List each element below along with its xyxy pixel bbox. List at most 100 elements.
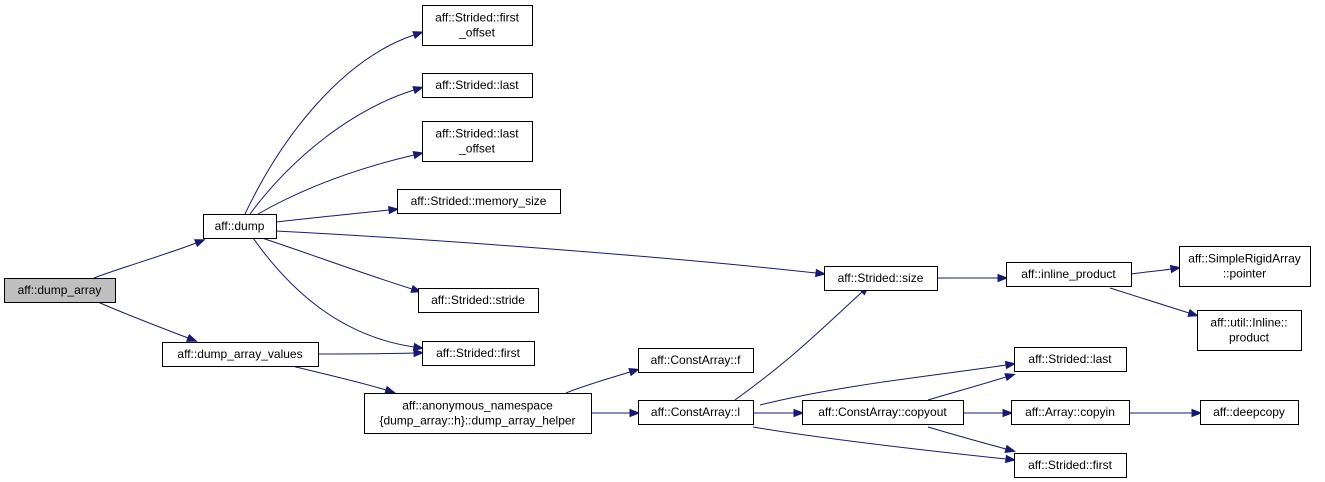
node-label: aff::dump_array_values bbox=[177, 347, 302, 361]
node-label: aff::Strided::first bbox=[1028, 458, 1112, 472]
node-label: aff::deepcopy bbox=[1213, 405, 1285, 419]
node-box[interactable] bbox=[418, 288, 539, 313]
node-dump-array[interactable]: aff::dump_array bbox=[4, 278, 116, 303]
node-label: aff::anonymous_namespace bbox=[402, 399, 553, 413]
node-box[interactable] bbox=[1006, 262, 1132, 287]
node-box[interactable] bbox=[422, 121, 533, 162]
arrow-head-icon bbox=[793, 408, 805, 418]
edge-line bbox=[927, 426, 1007, 450]
node-label: aff::Strided::first bbox=[436, 346, 520, 360]
node-layer: aff::dump_array aff::dumpaff::dump_array_… bbox=[4, 5, 1311, 478]
node-label: aff::Strided::last bbox=[435, 127, 519, 141]
arrow-head-icon bbox=[1005, 454, 1017, 464]
node-label: {dump_array::h}::dump_array_helper bbox=[379, 414, 575, 428]
node-box[interactable] bbox=[1014, 453, 1127, 478]
node-strided-last-offset[interactable]: aff::Strided::last_offset bbox=[422, 121, 533, 162]
edge-line bbox=[1130, 268, 1172, 275]
edge-dump_array_values-to-dump_array_helper bbox=[291, 365, 396, 394]
node-strided-memory-size[interactable]: aff::Strided::memory_size bbox=[397, 189, 561, 214]
node-box[interactable] bbox=[1014, 347, 1127, 372]
edge-dump_array_values-to-strided_first_mid bbox=[317, 348, 425, 358]
edge-dump-to-strided_first_mid bbox=[252, 237, 425, 352]
arrow-head-icon bbox=[997, 273, 1009, 283]
node-label: aff::inline_product bbox=[1021, 267, 1116, 281]
edge-dump-to-strided_stride bbox=[261, 237, 422, 293]
node-box[interactable] bbox=[824, 266, 938, 291]
node-box[interactable] bbox=[422, 5, 533, 46]
node-box[interactable] bbox=[1179, 246, 1311, 287]
arrow-head-icon bbox=[629, 408, 641, 418]
arrow-head-icon bbox=[1004, 373, 1016, 382]
node-strided-last-bottom[interactable]: aff::Strided::last bbox=[1014, 347, 1127, 372]
arrow-head-icon bbox=[413, 348, 425, 358]
edge-inline_product-to-util_inline_product bbox=[1109, 287, 1199, 317]
node-strided-stride[interactable]: aff::Strided::stride bbox=[418, 288, 539, 313]
edge-line bbox=[275, 209, 390, 223]
arrow-head-icon bbox=[412, 342, 425, 352]
edge-constarray_l-to-constarray_copyout bbox=[752, 408, 805, 418]
node-box[interactable] bbox=[1200, 400, 1299, 425]
edge-constarray_l-to-strided_size bbox=[734, 284, 870, 401]
edge-dump-to-strided_memory_size bbox=[275, 205, 400, 223]
node-constarray-l[interactable]: aff::ConstArray::l bbox=[638, 400, 754, 425]
node-dump-array-helper[interactable]: aff::anonymous_namespace{dump_array::h}:… bbox=[364, 393, 592, 434]
edge-dump-to-strided_last_offset bbox=[257, 151, 425, 215]
edge-constarray_copyout-to-strided_first_bottom bbox=[927, 426, 1017, 453]
node-strided-size[interactable]: aff::Strided::size bbox=[824, 266, 938, 291]
node-box[interactable] bbox=[638, 400, 754, 425]
node-strided-first-mid[interactable]: aff::Strided::first bbox=[422, 341, 535, 366]
node-constarray-copyout[interactable]: aff::ConstArray::copyout bbox=[802, 400, 964, 425]
arrow-head-icon bbox=[1191, 408, 1203, 418]
arrow-head-icon bbox=[1169, 264, 1182, 274]
node-label: aff::ConstArray::f bbox=[651, 353, 741, 367]
node-box[interactable] bbox=[4, 278, 116, 303]
arrow-head-icon bbox=[628, 368, 640, 377]
edge-line bbox=[261, 237, 413, 290]
edge-dump-to-strided_first_offset bbox=[244, 31, 424, 215]
node-label: aff::SimpleRigidArray bbox=[1188, 252, 1301, 266]
node-box[interactable] bbox=[1197, 310, 1302, 351]
node-array-copyin[interactable]: aff::Array::copyin bbox=[1011, 400, 1130, 425]
node-label: aff::Strided::stride bbox=[431, 293, 525, 307]
edge-constarray_copyout-to-strided_last_bottom bbox=[927, 373, 1016, 401]
node-box[interactable] bbox=[162, 342, 319, 367]
node-label: aff::dump bbox=[215, 219, 265, 233]
node-box[interactable] bbox=[802, 400, 964, 425]
node-box[interactable] bbox=[1011, 400, 1130, 425]
edge-array_copyin-to-deepcopy bbox=[1128, 408, 1203, 418]
node-deepcopy[interactable]: aff::deepcopy bbox=[1200, 400, 1299, 425]
node-simplerigid-pointer[interactable]: aff::SimpleRigidArray::pointer bbox=[1179, 246, 1311, 287]
node-label: product bbox=[1229, 331, 1270, 345]
arrow-head-icon bbox=[388, 205, 400, 215]
node-label: ::pointer bbox=[1223, 267, 1266, 281]
arrow-head-icon bbox=[185, 333, 198, 342]
edge-line bbox=[1109, 287, 1190, 314]
node-label: aff::ConstArray::copyout bbox=[818, 405, 947, 419]
node-box[interactable] bbox=[422, 73, 533, 98]
edge-line bbox=[565, 371, 631, 394]
node-strided-first-bottom[interactable]: aff::Strided::first bbox=[1014, 453, 1127, 478]
node-box[interactable] bbox=[203, 214, 277, 239]
edge-layer bbox=[93, 31, 1203, 464]
arrow-head-icon bbox=[1002, 408, 1014, 418]
node-box[interactable] bbox=[397, 189, 561, 214]
node-strided-last-top[interactable]: aff::Strided::last bbox=[422, 73, 533, 98]
node-constarray-f[interactable]: aff::ConstArray::f bbox=[638, 348, 754, 373]
edge-line bbox=[734, 291, 863, 401]
node-box[interactable] bbox=[422, 341, 535, 366]
node-dump[interactable]: aff::dump bbox=[203, 214, 277, 239]
node-box[interactable] bbox=[364, 393, 592, 434]
edge-dump_array_helper-to-constarray_f bbox=[565, 368, 640, 394]
node-inline-product[interactable]: aff::inline_product bbox=[1006, 262, 1132, 287]
edge-line bbox=[244, 34, 415, 215]
edge-constarray_l-to-strided_first_bottom bbox=[752, 426, 1017, 464]
node-box[interactable] bbox=[638, 348, 754, 373]
edge-line bbox=[927, 376, 1007, 401]
node-util-inline-product[interactable]: aff::util::Inline::product bbox=[1197, 310, 1302, 351]
node-dump-array-values[interactable]: aff::dump_array_values bbox=[162, 342, 319, 367]
node-strided-first-offset[interactable]: aff::Strided::first_offset bbox=[422, 5, 533, 46]
edge-constarray_l-to-strided_last_bottom bbox=[759, 360, 1017, 406]
arrow-head-icon bbox=[1187, 308, 1199, 317]
arrow-head-icon bbox=[1004, 360, 1017, 370]
